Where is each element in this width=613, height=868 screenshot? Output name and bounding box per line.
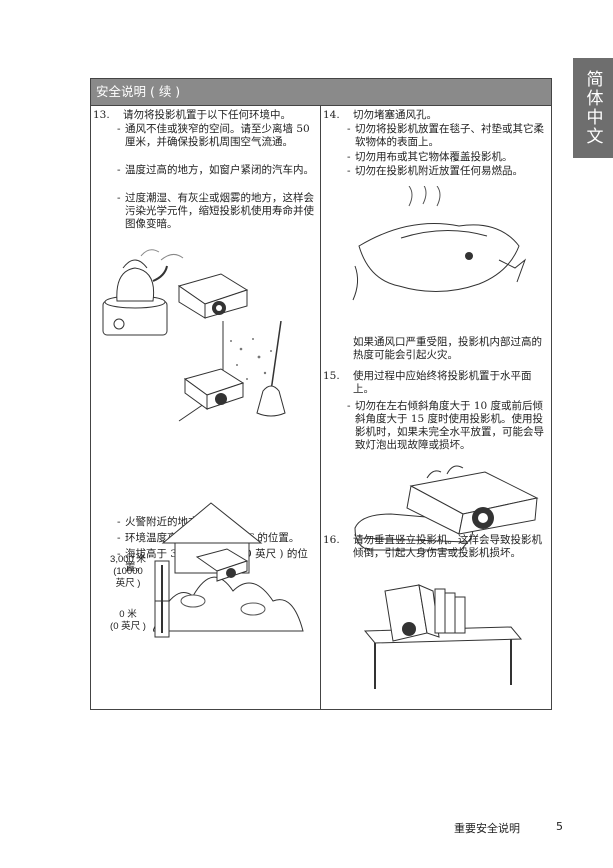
altitude-illustration (153, 502, 304, 638)
item-14-title: 切勿堵塞通风孔。 (353, 109, 437, 121)
tilted-projector-illustration (354, 465, 539, 551)
page-number: 5 (556, 820, 563, 833)
altitude-bottom-label: 0 米 (0 英尺 ) (110, 609, 146, 632)
item-13-title: 请勿将投影机置于以下任何环境中。 (123, 109, 291, 121)
item-13-bullet-2: -温度过高的地方，如窗户紧闭的汽车内。 (117, 164, 314, 176)
item-14-bullet-1: -切勿将投影机放置在毯子、衬垫或其它柔软物体的表面上。 (347, 123, 544, 148)
item-13-bullet-1: -通风不佳或狭窄的空间。请至少离墙 50 厘米，并确保投影机周围空气流通。 (117, 123, 310, 148)
footer-label: 重要安全说明 (454, 822, 520, 835)
item-14-number: 14. (323, 109, 340, 121)
heat-source-illustration (102, 249, 249, 336)
item-13-number: 13. (93, 109, 110, 121)
item-14-bullet-2: -切勿用布或其它物体覆盖投影机。 (347, 151, 513, 163)
item-14-bullet-3: -切勿在投影机附近放置任何易燃品。 (347, 165, 523, 177)
covered-projector-illustration (352, 186, 527, 301)
left-column: 13. 请勿将投影机置于以下任何环境中。 -通风不佳或狭窄的空间。请至少离墙 5… (91, 106, 321, 709)
item-15-title: 使用过程中应始终将投影机置于水平面上。 (353, 370, 532, 395)
item-15-bullet-1: -切勿在左右倾斜角度大于 10 度或前后倾斜角度大于 15 度时使用投影机。使用… (347, 400, 544, 451)
altitude-top-label: 3,000 米 (10000 英尺 ) (110, 554, 146, 589)
right-column: 14. 切勿堵塞通风孔。 -切勿将投影机放置在毯子、衬垫或其它柔软物体的表面上。… (321, 106, 551, 709)
language-tab-label: 简体中文 (582, 70, 603, 146)
section-header: 安全说明 ( 续 ) (91, 79, 551, 106)
language-tab[interactable]: 简体中文 (573, 58, 613, 158)
item-16-number: 16. (323, 534, 340, 546)
item-15-number: 15. (323, 370, 340, 382)
item-16-title: 请勿垂直竖立投影机。这样会导致投影机倾倒，引起人身伤害或投影机损坏。 (353, 534, 542, 559)
dust-illustration (178, 321, 286, 422)
vertical-projector-illustration (363, 584, 523, 689)
item-13-bullet-3: -过度潮湿、有灰尘或烟雾的地方，这样会污染光学元件，缩短投影机使用寿命并使图像变… (117, 192, 314, 230)
item-14-note: 如果通风口严重受阻，投影机内部过高的热度可能会引起火灾。 (353, 336, 542, 361)
safety-frame: 安全说明 ( 续 ) 13. 请勿将投影机置于以下任何环境中。 -通风不佳或狭窄… (90, 78, 552, 710)
